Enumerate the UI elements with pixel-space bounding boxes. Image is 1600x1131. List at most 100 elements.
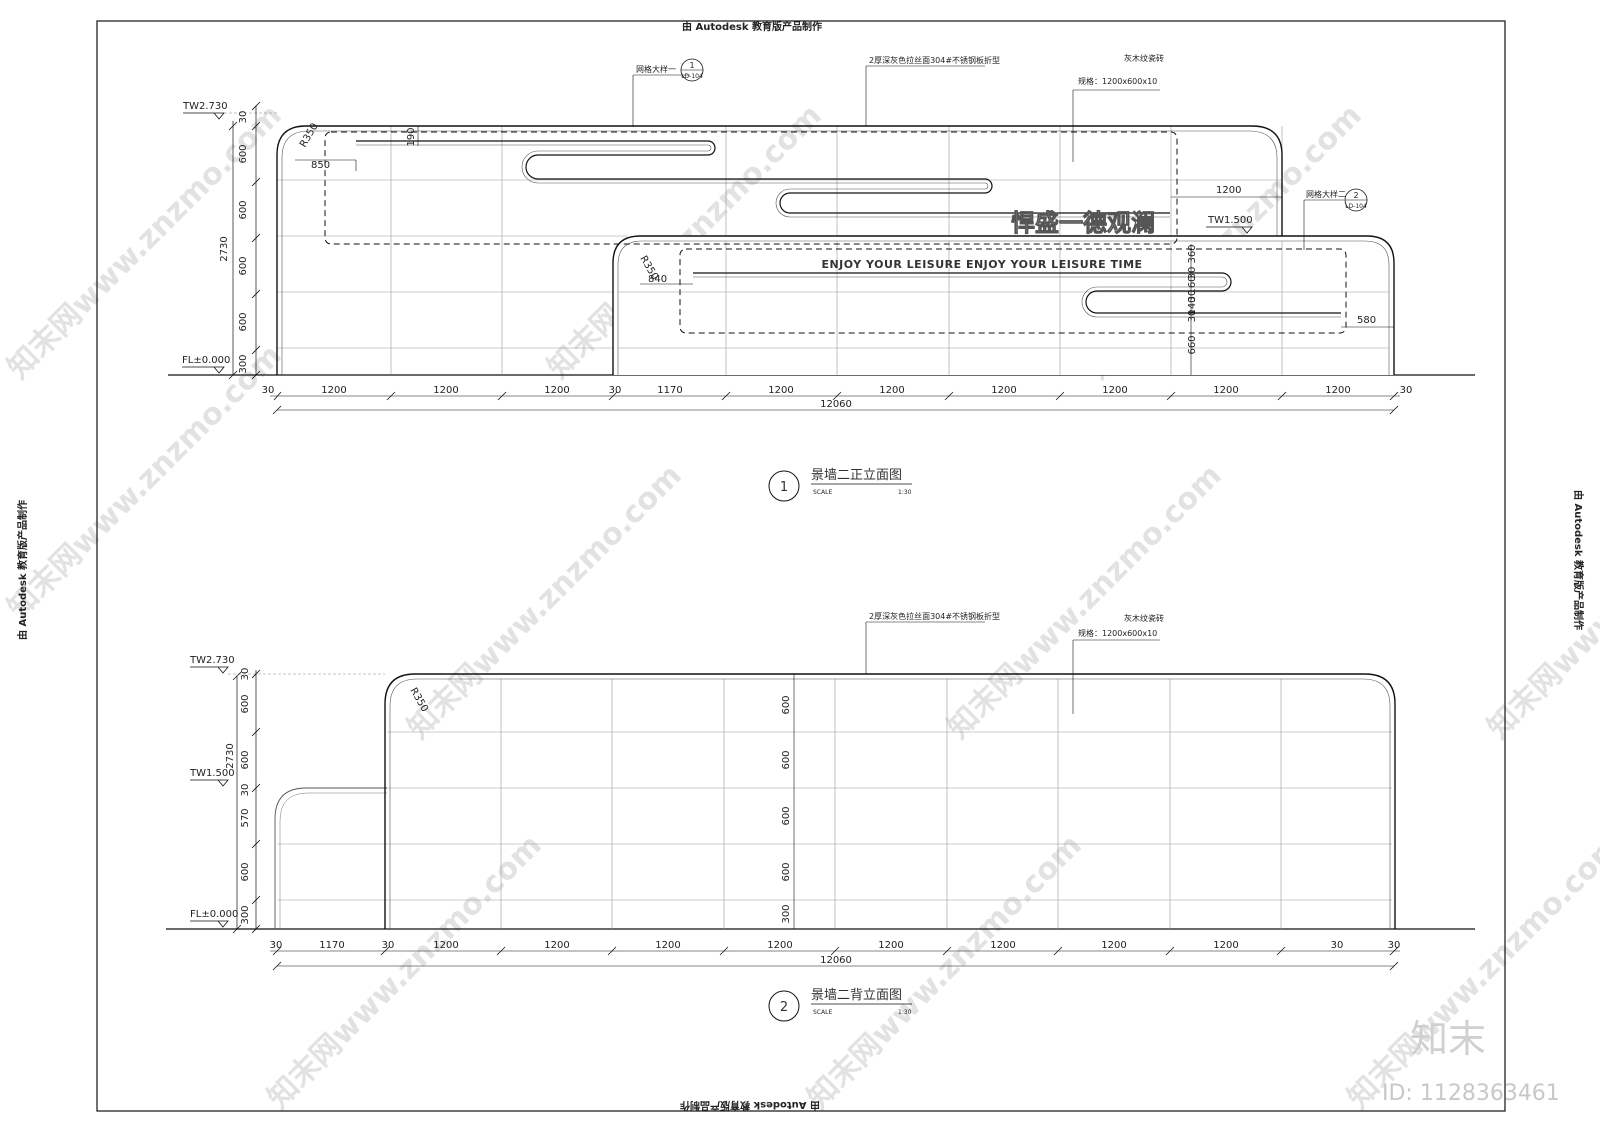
level-top-label: TW2.730 (189, 655, 235, 666)
scale-label: SCALE (813, 1009, 832, 1016)
level-marker-top: TW2.730 (182, 101, 277, 120)
callout-label: 网格大样一 (636, 64, 676, 74)
dim-label: 1200 (767, 940, 792, 951)
callout-label: 2厚深灰色拉丝面304#不锈钢板折型 (869, 55, 1000, 65)
watermark-text: 知末网www.znzmo.com (1, 338, 289, 626)
level-marker-floor: FL±0.000 (182, 355, 230, 374)
dim-label: 1200 (433, 385, 458, 396)
low-wall-outline (612, 235, 1395, 375)
dim-label: 360 (1187, 244, 1198, 263)
dim-label: 1200 (768, 385, 793, 396)
id-watermark: ID: 1128363461 (1382, 1081, 1560, 1106)
level-mid-label: TW1.500 (1207, 215, 1253, 226)
scale-value: 1:30 (898, 489, 912, 496)
dim-label: 1200 (878, 940, 903, 951)
callout-number: 2 (1353, 191, 1358, 200)
total-width-label: 12060 (820, 399, 852, 410)
dim-label: 1200 (655, 940, 680, 951)
callout-steel-note: 2厚深灰色拉丝面304#不锈钢板折型 (865, 55, 1000, 126)
total-height-label: 2730 (225, 743, 236, 768)
dim-label: 300 (238, 354, 249, 373)
edge-note-right: 由 Autodesk 教育版产品制作 (1572, 490, 1585, 630)
wall-logo-text: 悍盛一德观澜 (1011, 209, 1155, 237)
level-mid-label: TW1.500 (189, 768, 235, 779)
callout-label: 灰木纹瓷砖 (1124, 613, 1164, 623)
watermark-text: 知末网www.znzmo.com (1, 98, 289, 386)
drawing-number: 2 (780, 1000, 788, 1015)
drawing-title: 景墙二正立面图 (811, 468, 902, 483)
dim-label: 30 (262, 385, 275, 396)
callout-label: 灰木纹瓷砖 (1124, 53, 1164, 63)
drawing-number: 1 (780, 480, 788, 495)
dim-label: 580 (1357, 315, 1376, 326)
low-wall-outline (274, 787, 387, 929)
edge-note-bottom: 由 Autodesk 教育版产品制作 (680, 1099, 820, 1112)
dim-label: 30 (240, 784, 251, 797)
level-marker-mid: TW1.500 (1206, 215, 1253, 234)
dim-label: 1200 (433, 940, 458, 951)
left-dimension-chain: 30 600 600 600 600 300 2730 (219, 101, 261, 380)
callout-label: 2厚深灰色拉丝面304#不锈钢板折型 (869, 611, 1000, 621)
watermark-text: 知末网www.znzmo.com (801, 828, 1089, 1116)
dim-label: 1200 (544, 385, 569, 396)
level-floor-label: FL±0.000 (190, 909, 238, 920)
dim-label: 1200 (544, 940, 569, 951)
dim-label: 140 (1187, 296, 1198, 315)
callout-label: 网格大样二 (1306, 189, 1346, 199)
total-width-label: 12060 (820, 955, 852, 966)
dim-label: 30 (270, 940, 283, 951)
level-floor-label: FL±0.000 (182, 355, 230, 366)
callout-label: 规格：1200x600x10 (1078, 76, 1157, 86)
watermark-text: 知末网www.znzmo.com (941, 458, 1229, 746)
dim-label: 600 (238, 256, 249, 275)
dim-label: 600 (238, 144, 249, 163)
callout-stone-note: 灰木纹瓷砖 规格：1200x600x10 (1072, 53, 1164, 162)
center-dimension-chain: 600 600 600 600 300 (781, 674, 795, 929)
callout-ref: LD-104 (681, 73, 703, 80)
dim-label: 1200 (1102, 385, 1127, 396)
dim-label: 300 (781, 904, 792, 923)
edge-note-left: 由 Autodesk 教育版产品制作 (16, 500, 29, 640)
right-dimension-chain: 360 30 160 30 140 30 660 (1187, 244, 1198, 375)
dim-label: 600 (240, 694, 251, 713)
dim-label: 30 (1187, 310, 1198, 323)
dim-label: 660 (1187, 335, 1198, 354)
dim-label: 1170 (657, 385, 682, 396)
steel-strip-high (356, 140, 1170, 214)
dim-label: 1200 (991, 385, 1016, 396)
dim-label: 1200 (1213, 940, 1238, 951)
wall-slogan-text: ENJOY YOUR LEISURE ENJOY YOUR LEISURE TI… (821, 258, 1142, 271)
dim-label: 600 (781, 806, 792, 825)
callout-label: 规格：1200x600x10 (1078, 628, 1157, 638)
dim-label: 1200 (879, 385, 904, 396)
level-top-label: TW2.730 (182, 101, 228, 112)
dim-label: 30 (1388, 940, 1401, 951)
dim-label: 1170 (319, 940, 344, 951)
bottom-dimension-chain: 30 1170 30 1200 1200 1200 1200 1200 1200… (270, 940, 1401, 971)
dim-label: 600 (240, 750, 251, 769)
callout-grid-detail-1: 网格大样一 1 LD-104 (632, 58, 704, 127)
callout-steel-note: 2厚深灰色拉丝面304#不锈钢板折型 (865, 611, 1000, 674)
level-marker-top: TW2.730 (189, 655, 385, 675)
dim-label: 30 (1187, 267, 1198, 280)
left-dimension-chain: 30 600 600 30 570 600 300 2730 (225, 668, 261, 934)
dim-label: 600 (781, 695, 792, 714)
callout-stone-note: 灰木纹瓷砖 规格：1200x600x10 (1072, 613, 1164, 714)
dim-label: 30 (1187, 290, 1198, 303)
dim-label: 1200 (1213, 385, 1238, 396)
tile-grid (277, 679, 1392, 929)
dim-label: 600 (781, 750, 792, 769)
dim-label: 1200 (321, 385, 346, 396)
level-marker-floor: FL±0.000 (190, 909, 238, 928)
dim-label: 30 (382, 940, 395, 951)
high-wall-outline (276, 125, 1283, 375)
dim-label: 300 (240, 905, 251, 924)
callout-number: 1 (689, 61, 694, 70)
dim-label: 160 (1187, 275, 1198, 294)
dim-label: 600 (240, 862, 251, 881)
edge-note-top: 由 Autodesk 教育版产品制作 (682, 20, 822, 33)
front-elevation: 悍盛一德观澜 ENJOY YOUR LEISURE ENJOY YOUR LEI… (168, 53, 1475, 502)
callout-ref: LD-104 (1345, 203, 1367, 210)
watermark-text: 知末网www.znzmo.com (401, 458, 689, 746)
